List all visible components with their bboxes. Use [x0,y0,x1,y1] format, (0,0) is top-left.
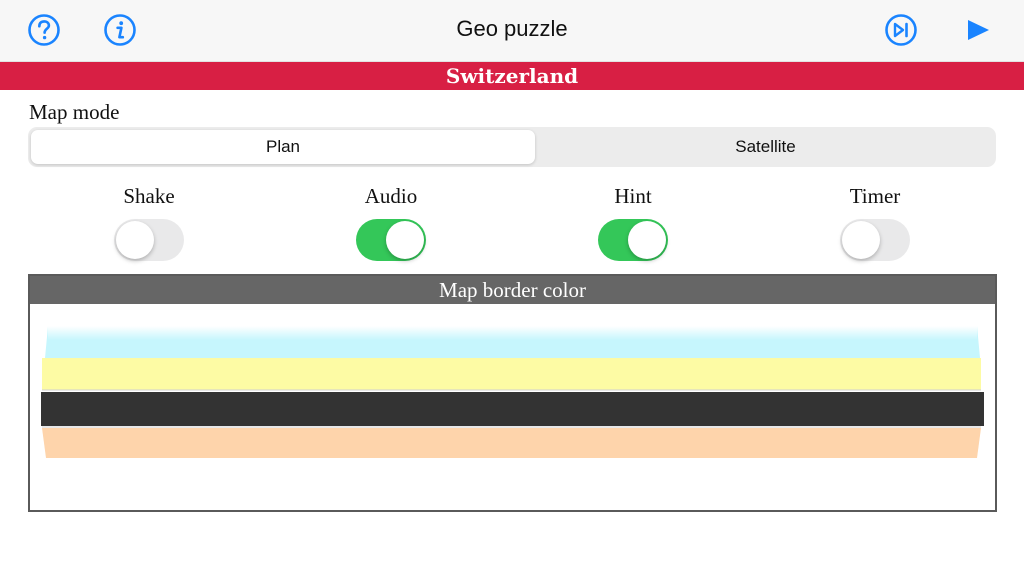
color-picker-wheel[interactable] [40,322,985,462]
question-circle-icon[interactable] [27,13,61,47]
hint-toggle[interactable] [598,219,668,261]
skip-forward-icon[interactable] [884,13,918,47]
hint-label: Hint [614,184,652,208]
toggle-knob [386,221,424,259]
audio-toggle[interactable] [356,219,426,261]
shake-toggle[interactable] [114,219,184,261]
map-mode-segmented-control: Plan Satellite [28,127,996,167]
toggle-knob [842,221,880,259]
info-circle-icon[interactable] [103,13,137,47]
map-mode-label: Map mode [29,100,120,124]
app-title: Geo puzzle [456,16,568,41]
map-mode-satellite-segment[interactable]: Satellite [735,137,796,156]
map-border-color-panel: Map border color [28,274,997,512]
play-icon[interactable] [961,13,995,47]
shake-setting: Shake [89,183,209,261]
audio-setting: Audio [331,183,451,261]
color-option-yellow[interactable] [42,358,981,390]
hint-setting: Hint [573,183,693,261]
country-banner: Switzerland [0,62,1024,90]
timer-label: Timer [849,184,901,208]
audio-label: Audio [364,184,418,208]
top-navigation-bar: Geo puzzle [0,0,1024,62]
timer-setting: Timer [815,183,935,261]
timer-toggle[interactable] [840,219,910,261]
toggle-knob [628,221,666,259]
shake-label: Shake [123,184,175,208]
color-option-dark-gray[interactable] [41,392,984,426]
color-option-peach[interactable] [42,428,981,458]
map-border-color-header: Map border color [30,276,995,304]
map-mode-plan-segment[interactable]: Plan [31,130,535,164]
toggle-knob [116,221,154,259]
